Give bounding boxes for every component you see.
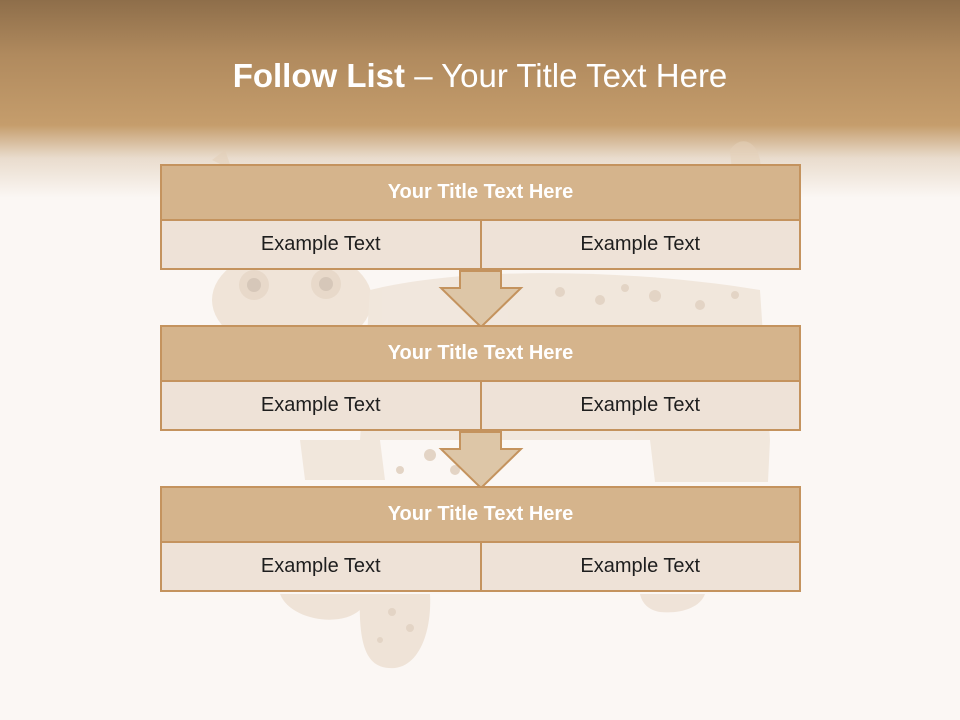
step-title: Your Title Text Here	[162, 166, 799, 221]
step-cell-left: Example Text	[260, 394, 381, 416]
step-block-1: Your Title Text Here Example Text Exampl…	[160, 164, 801, 270]
step-block-3: Your Title Text Here Example Text Exampl…	[160, 486, 801, 592]
slide-title-bold: Follow List	[232, 57, 406, 94]
step-cell-left: Example Text	[260, 555, 381, 577]
slide-title: Follow List – Your Title Text Here	[0, 52, 960, 100]
step-row: Example Text Example Text	[162, 221, 799, 268]
down-arrow-icon	[438, 431, 524, 490]
step-title: Your Title Text Here	[162, 327, 799, 382]
step-cell-right: Example Text	[479, 543, 800, 590]
step-cell-left: Example Text	[260, 233, 381, 255]
down-arrow-icon	[438, 270, 524, 329]
step-row: Example Text Example Text	[162, 382, 799, 429]
step-cell-right: Example Text	[479, 221, 800, 268]
step-row: Example Text Example Text	[162, 543, 799, 590]
slide-title-rest: – Your Title Text Here	[405, 57, 728, 94]
step-cell-right: Example Text	[479, 382, 800, 429]
step-block-2: Your Title Text Here Example Text Exampl…	[160, 325, 801, 431]
step-title: Your Title Text Here	[162, 488, 799, 543]
